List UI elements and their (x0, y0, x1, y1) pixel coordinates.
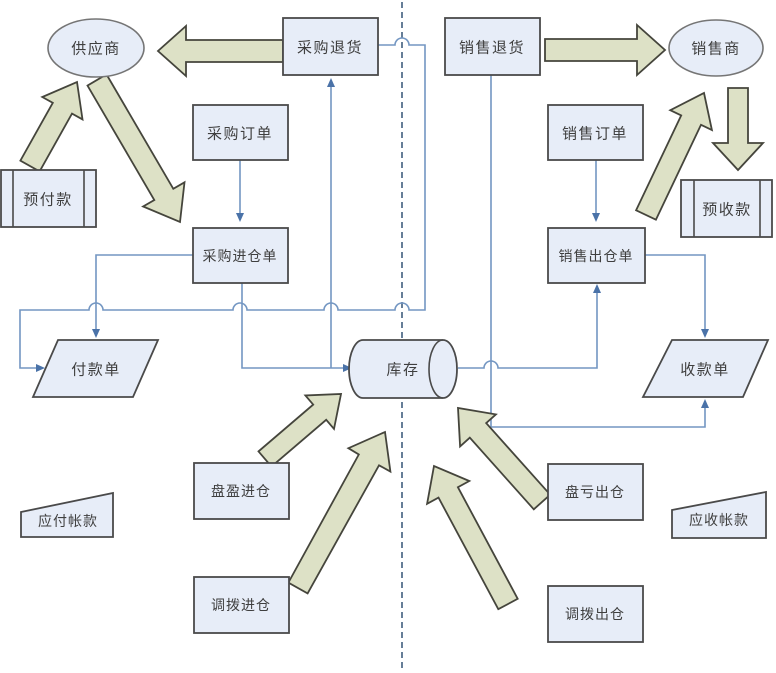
seller-node (668, 19, 764, 77)
label-payment-slip: 付款单 (71, 360, 121, 379)
supplier-node (47, 18, 145, 78)
label-supplier: 供应商 (71, 39, 121, 58)
accounts-receivable-node (671, 490, 767, 539)
block-arrow-transfer-in-to-inventory (287, 430, 392, 595)
label-accounts-payable: 应付帐款 (38, 514, 98, 530)
label-transfer-out: 调拨出仓 (565, 607, 625, 623)
block-arrow-purchase-return-to-supplier (156, 23, 284, 79)
accounts-payable-node (20, 491, 114, 538)
connector-purchase-receipt-to-inventory (241, 283, 344, 369)
sales-order-node (547, 104, 644, 161)
label-accounts-receivable: 应收帐款 (689, 513, 749, 529)
arrowhead-into-sales-issue-bottom (593, 284, 601, 293)
transfer-out-node (547, 585, 644, 643)
sales-issue-node (547, 227, 646, 284)
arrowhead-into-payment-left (36, 364, 45, 372)
arrowhead-into-receipt-slip-bottom (701, 399, 709, 408)
advance-receipt-node (680, 179, 773, 238)
arrowhead-into-sales-issue (592, 213, 600, 222)
block-arrow-seller-to-advance-receipt (710, 87, 766, 172)
block-arrow-sales-issue-to-seller (634, 91, 714, 221)
label-purchase-receipt: 采购进仓单 (202, 249, 278, 265)
payment-slip-node (31, 339, 160, 398)
block-arrow-gain-in-to-inventory (257, 393, 343, 468)
label-inventory: 库存 (386, 360, 420, 379)
sales-return-node (444, 17, 541, 76)
connector-inventory-to-sales-issue (458, 292, 598, 369)
arrowhead-into-inventory-left (343, 364, 352, 372)
transfer-in-node (193, 576, 290, 634)
connector-sales-issue-to-receipt-slip (645, 254, 706, 331)
label-prepayment: 预付款 (23, 190, 73, 209)
purchase-order-node (192, 104, 289, 161)
connector-purchase-receipt-to-payment (95, 254, 193, 331)
label-loss-out: 盘亏出仓 (565, 485, 625, 501)
arrowhead-into-purchase-return-bottom (327, 78, 335, 87)
block-arrow-supplier-to-purchase-receipt (86, 73, 186, 224)
arrowhead-into-receipt-slip-top (701, 329, 709, 338)
label-advance-receipt: 预收款 (702, 200, 752, 219)
gain-in-node (193, 462, 290, 520)
connector-sales-return-to-receipt-slip (490, 75, 706, 428)
label-sales-issue: 销售出仓单 (558, 249, 634, 265)
block-arrow-loss-out-to-inventory (457, 406, 552, 511)
arrowhead-into-purchase-receipt (236, 213, 244, 222)
purchase-receipt-node (192, 227, 289, 284)
block-arrow-prepayment-to-supplier (19, 80, 84, 173)
label-seller: 销售商 (691, 39, 741, 58)
label-gain-in: 盘盈进仓 (211, 484, 271, 500)
block-arrow-sales-return-to-seller (544, 22, 667, 78)
label-purchase-order: 采购订单 (206, 124, 274, 143)
receipt-slip-node (641, 339, 770, 398)
label-transfer-in: 调拨进仓 (211, 598, 271, 614)
loss-out-node (547, 463, 644, 521)
label-purchase-return: 采购退货 (296, 38, 364, 57)
arrowhead-into-payment-top (92, 329, 100, 338)
label-sales-order: 销售订单 (561, 124, 629, 143)
block-arrow-transfer-out-to-inventory (425, 464, 519, 611)
prepayment-node (0, 169, 97, 228)
inventory-cylinder-face-arc (428, 339, 444, 399)
purchase-return-node (282, 17, 379, 76)
label-sales-return: 销售退货 (458, 38, 526, 57)
label-receipt-slip: 收款单 (680, 360, 730, 379)
